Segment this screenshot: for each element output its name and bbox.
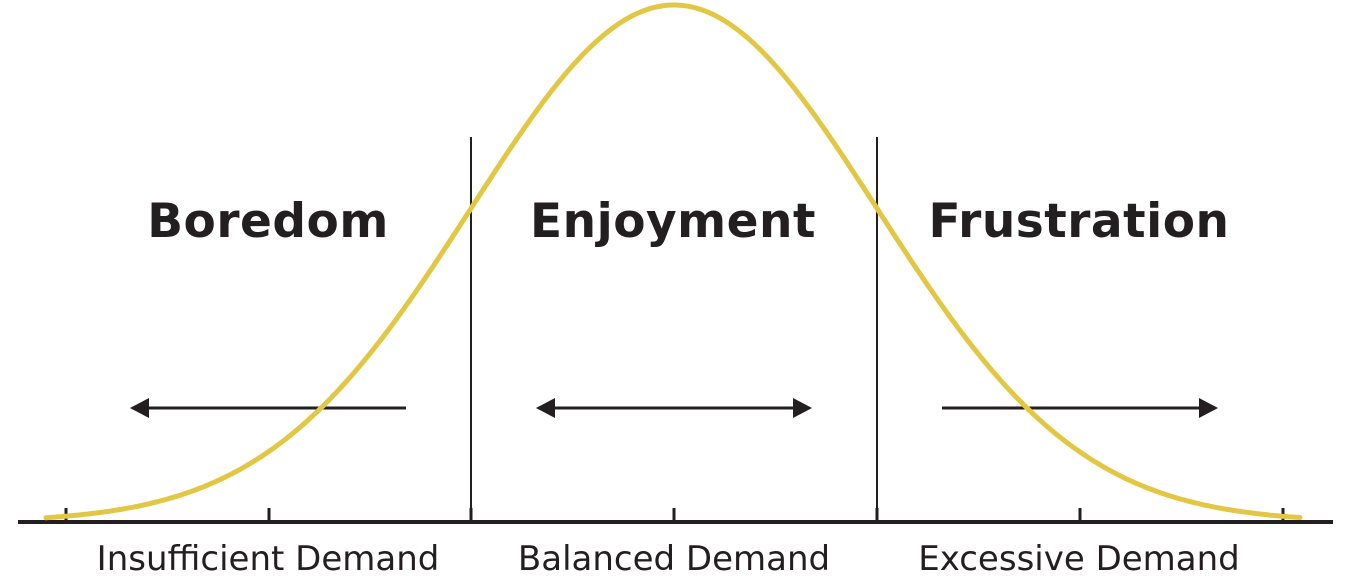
bell-curve bbox=[43, 2, 1303, 521]
arrow-right-frustration bbox=[942, 398, 1218, 418]
arrow-both-enjoyment bbox=[536, 398, 812, 418]
axis-label-insufficient-demand: Insufficient Demand bbox=[96, 539, 440, 579]
zone-title-boredom: Boredom bbox=[147, 194, 389, 249]
axis-ticks bbox=[64, 508, 1285, 522]
zone-title-frustration: Frustration bbox=[928, 194, 1230, 249]
zone-title-enjoyment: Enjoyment bbox=[530, 194, 816, 249]
axis-label-excessive-demand: Excessive Demand bbox=[918, 539, 1240, 579]
arrow-left-boredom bbox=[130, 398, 406, 418]
axis-label-balanced-demand: Balanced Demand bbox=[517, 539, 831, 579]
